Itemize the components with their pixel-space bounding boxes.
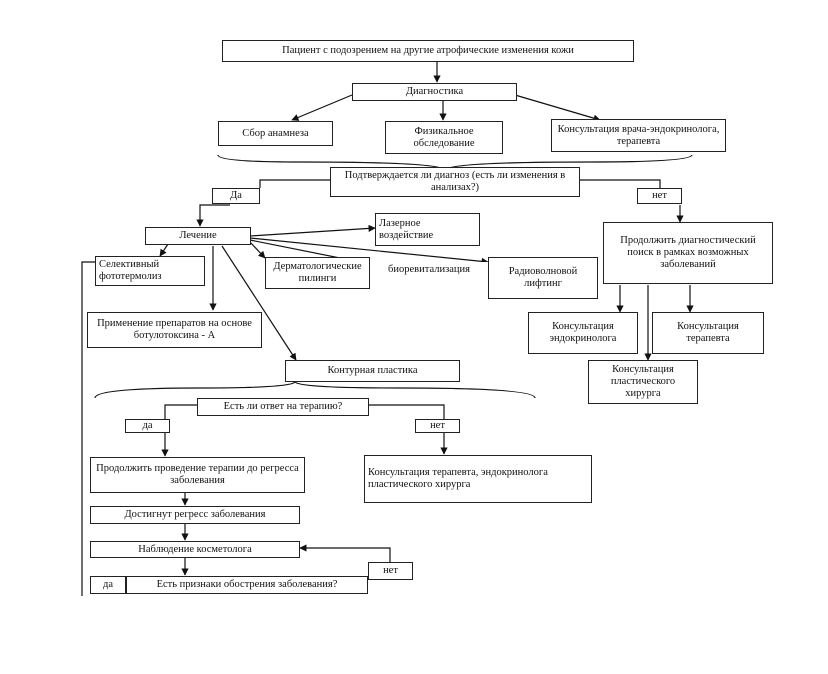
peeling-text: Дерматологические пилинги [273, 261, 362, 284]
botulinum-box: Применение препаратов на основе ботулото… [87, 312, 262, 348]
anamnesis-text: Сбор анамнеза [242, 127, 309, 139]
no-bottom-box: нет [368, 562, 413, 580]
radiowave-text: Радиоволновой лифтинг [508, 266, 578, 289]
observation-box: Наблюдение косметолога [90, 541, 300, 558]
physical-exam-box: Физикальное обследование [385, 121, 503, 154]
yes-bottom-box: да [90, 576, 126, 594]
start-text: Пациент с подозрением на другие атрофиче… [282, 45, 574, 56]
no-box: нет [637, 188, 682, 204]
botulinum-text: Применение препаратов на основе ботулото… [97, 318, 252, 341]
radiowave-box: Радиоволновой лифтинг [488, 257, 598, 299]
consult-all-box: Консультация терапевта, эндокринолога пл… [364, 455, 592, 503]
yes-text: Да [230, 190, 242, 201]
response-question-box: Есть ли ответ на терапию? [197, 398, 369, 416]
laser-text: Лазерное воздействие [379, 217, 434, 241]
response-question-text: Есть ли ответ на терапию? [223, 401, 343, 412]
yes-box: Да [212, 188, 260, 204]
consult-endo-therapist-text: Консультация врача-эндокринолога, терапе… [557, 123, 720, 147]
photothermolysis-box: Селективный фототермолиз [95, 256, 205, 286]
contour-box: Контурная пластика [285, 360, 460, 382]
consult-endo-therapist-box: Консультация врача-эндокринолога, терапе… [551, 119, 726, 152]
yes-lower-text: да [142, 420, 153, 431]
yes-bottom-text: да [102, 579, 113, 590]
confirmed-question-text: Подтверждается ли диагноз (есть ли измен… [344, 170, 566, 193]
anamnesis-box: Сбор анамнеза [218, 121, 333, 146]
continue-therapy-text: Продолжить проведение терапии до регресс… [96, 463, 299, 486]
consult-endo-box: Консультация эндокринолога [528, 312, 638, 354]
regress-box: Достигнут регресс заболевания [90, 506, 300, 524]
continue-search-box: Продолжить диагностический поиск в рамка… [603, 222, 773, 284]
consult-plastic-text: Консультация пластического хирурга [610, 364, 676, 399]
consult-therapist-text: Консультация терапевта [677, 321, 739, 344]
regress-text: Достигнут регресс заболевания [124, 509, 266, 520]
consult-therapist-box: Консультация терапевта [652, 312, 764, 354]
contour-text: Контурная пластика [327, 365, 418, 376]
treatment-box: Лечение [145, 227, 251, 245]
exacerbation-question-box: Есть признаки обострения заболевания? [126, 576, 368, 594]
biorevitalization-text: биоревитализация [388, 263, 470, 275]
consult-endo-text: Консультация эндокринолога [549, 321, 617, 344]
diagnostics-text: Диагностика [405, 86, 464, 97]
peeling-box: Дерматологические пилинги [265, 257, 370, 289]
no-bottom-text: нет [383, 565, 398, 576]
continue-search-text: Продолжить диагностический поиск в рамка… [620, 235, 756, 270]
laser-box: Лазерное воздействие [375, 213, 480, 246]
treatment-text: Лечение [179, 230, 217, 241]
yes-lower-box: да [125, 419, 170, 433]
confirmed-question-box: Подтверждается ли диагноз (есть ли измен… [330, 167, 580, 197]
biorevitalization-box: биоревитализация [370, 262, 488, 277]
exacerbation-question-text: Есть признаки обострения заболевания? [156, 579, 338, 590]
observation-text: Наблюдение косметолога [138, 543, 252, 555]
physical-exam-text: Физикальное обследование [413, 125, 475, 149]
diagnostics-box: Диагностика [352, 83, 517, 101]
continue-therapy-box: Продолжить проведение терапии до регресс… [90, 457, 305, 493]
no-text: нет [652, 190, 667, 201]
no-lower-box: нет [415, 419, 460, 433]
consult-plastic-box: Консультация пластического хирурга [588, 360, 698, 404]
start-box: Пациент с подозрением на другие атрофиче… [222, 40, 634, 62]
no-lower-text: нет [430, 420, 445, 431]
consult-all-text: Консультация терапевта, эндокринолога пл… [368, 467, 548, 490]
photothermolysis-text: Селективный фототермолиз [99, 259, 162, 282]
